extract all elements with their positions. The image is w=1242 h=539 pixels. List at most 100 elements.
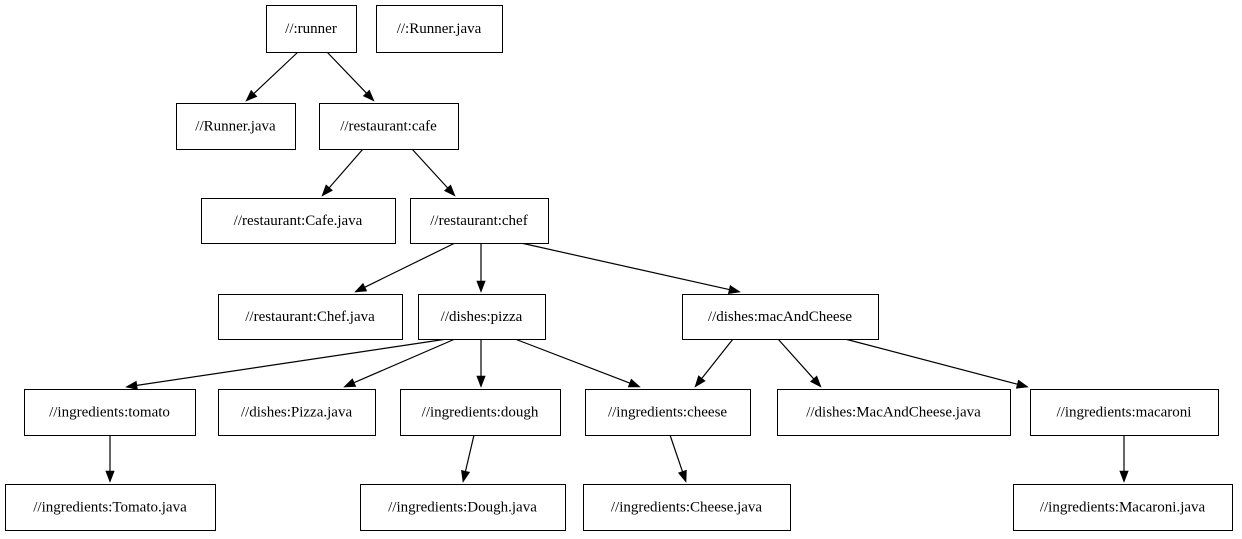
edge-line [701,338,734,379]
arrowhead-icon [125,380,138,390]
graph-edge [354,242,456,293]
edge-line [326,51,367,94]
edge-line [669,434,684,472]
node-box[interactable] [5,484,216,531]
arrowhead-icon [476,375,486,388]
node-box[interactable] [418,294,546,340]
graph-node[interactable]: //restaurant:chef [410,198,549,244]
node-box[interactable] [1013,484,1233,531]
graph-node[interactable]: //ingredients:Cheese.java [583,484,791,531]
node-label: //:Runner.java [397,21,482,37]
node-box[interactable] [585,389,751,436]
arrowhead-icon [354,282,368,293]
node-label: //ingredients:dough [422,404,539,420]
node-box[interactable] [319,103,459,150]
node-label: //restaurant:chef [430,213,527,229]
graph-node[interactable]: //dishes:MacAndCheese.java [777,389,1011,436]
node-label: //Runner.java [195,118,276,134]
edge-line [514,338,630,384]
arrowhead-icon [443,184,456,197]
graph-node[interactable]: //ingredients:dough [400,389,561,436]
graph-node[interactable]: //dishes:macAndCheese [682,294,879,340]
node-label: //restaurant:Cafe.java [234,213,363,229]
arrowhead-icon [461,469,471,483]
arrowhead-icon [727,285,741,295]
graph-node[interactable]: //ingredients:Macaroni.java [1013,484,1233,531]
graph-node[interactable]: //restaurant:Cafe.java [201,198,396,244]
node-box[interactable] [410,198,549,244]
graph-edge [476,243,486,293]
graph-node[interactable]: //:Runner.java [376,5,503,53]
arrowhead-icon [476,280,486,293]
graph-edge [245,51,299,102]
node-box[interactable] [1030,389,1219,436]
node-box[interactable] [376,5,503,53]
arrowhead-icon [362,89,375,102]
node-box[interactable] [682,294,879,340]
edge-line [411,148,449,189]
arrowhead-icon [245,89,258,102]
node-box[interactable] [176,103,296,150]
graph-node[interactable]: //ingredients:tomato [24,389,196,436]
graph-node[interactable]: //Runner.java [176,103,296,150]
node-box[interactable] [201,198,396,244]
arrowhead-icon [105,470,115,483]
graph-edge [105,435,115,483]
arrowhead-icon [694,375,706,388]
node-label: //ingredients:cheese [608,404,727,420]
arrowhead-icon [343,378,357,388]
node-label: //dishes:Pizza.java [241,404,353,420]
arrowhead-icon [1119,470,1129,483]
graph-node[interactable]: //:runner [266,5,357,53]
node-box[interactable] [360,484,566,531]
node-box[interactable] [24,389,196,436]
graph-node[interactable]: //dishes:pizza [418,294,546,340]
edge-line [353,338,456,384]
node-label: //dishes:pizza [441,309,523,325]
edge-layer [105,51,1129,483]
graph-edge [343,338,456,388]
graph-node[interactable]: //restaurant:cafe [319,103,459,150]
node-box[interactable] [777,389,1011,436]
arrowhead-icon [677,469,687,483]
node-label: //ingredients:tomato [49,404,170,420]
node-box[interactable] [400,389,561,436]
node-box[interactable] [218,294,403,340]
node-label: //ingredients:macaroni [1057,404,1192,420]
node-label: //dishes:MacAndCheese.java [806,404,981,420]
graph-edge [476,339,486,388]
node-label: //:runner [285,21,337,37]
edge-line [253,51,299,94]
graph-node[interactable]: //restaurant:Chef.java [218,294,403,340]
node-label: //restaurant:cafe [340,118,437,134]
node-box[interactable] [583,484,791,531]
node-layer: //:runner //:Runner.java //Runner.java //re… [5,5,1233,531]
node-label: //ingredients:Cheese.java [611,499,763,515]
graph-edge [520,242,741,295]
graph-edge [125,338,448,390]
graph-node[interactable]: //ingredients:macaroni [1030,389,1219,436]
node-label: //ingredients:Tomato.java [33,499,187,515]
graph-edge [321,148,364,197]
node-box[interactable] [218,389,376,436]
edge-line [136,338,448,386]
graph-node[interactable]: //ingredients:cheese [585,389,751,436]
graph-edge [694,338,734,388]
graph-edge [514,338,641,388]
graph-node[interactable]: //ingredients:Dough.java [360,484,566,531]
edge-line [464,434,475,472]
graph-edge [669,434,687,483]
node-label: //ingredients:Macaroni.java [1040,499,1206,515]
arrowhead-icon [321,184,333,197]
edge-line [328,148,364,189]
graph-node[interactable]: //dishes:Pizza.java [218,389,376,436]
graph-node[interactable]: //ingredients:Tomato.java [5,484,216,531]
node-box[interactable] [266,5,357,53]
node-label: //restaurant:Chef.java [245,309,375,325]
node-label: //ingredients:Dough.java [388,499,537,515]
arrowhead-icon [810,375,822,388]
graph-edge [461,434,475,483]
graph-edge [326,51,375,102]
